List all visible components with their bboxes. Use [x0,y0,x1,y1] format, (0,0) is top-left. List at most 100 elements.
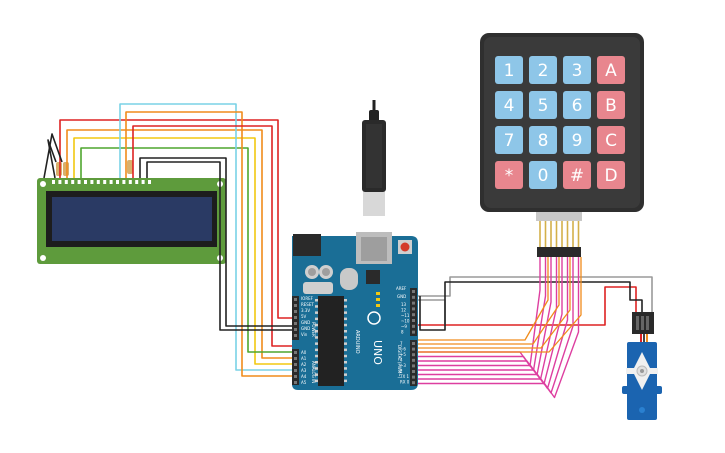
wire-cyan [119,103,300,371]
digital-pin-label: 7 [400,341,403,346]
digital-pin-label: ~3 [400,363,406,368]
keypad-key-label: 4 [504,96,515,116]
lcd-pin [135,180,139,184]
keypad-key[interactable]: 7 [495,126,523,154]
analog-header [292,349,299,385]
keypad-key[interactable]: A [597,56,625,84]
wire-black [419,281,643,331]
digital-pin-label: 12 [401,308,407,313]
keypad-key-label: 5 [538,96,549,116]
analog-pin-label: A4 [301,374,307,379]
lcd-screen [52,197,212,241]
digital-pin-label: ~11 [401,313,410,318]
keypad-header [537,247,581,257]
keypad-key[interactable]: * [495,161,523,189]
digital-pin-label: ~5 [400,352,406,357]
wire-orange [417,257,582,353]
digital-pin-label: 13 [401,302,407,307]
wire-red [132,125,300,347]
digital-label: DIGITAL (PWM~) [397,345,402,379]
keypad-key[interactable]: 6 [563,91,591,119]
digital-header-top [410,288,417,336]
keypad-key-label: 9 [572,131,583,151]
wire-orange [66,129,300,359]
pin-aref: AREF [396,286,407,291]
pin-gnd: GND [397,294,406,299]
lcd-pin [103,180,107,184]
digital-pin-label: 8 [401,330,404,335]
power-pin-label: IOREF [301,296,314,301]
wire-magenta [417,257,580,399]
resistor [63,162,69,176]
keypad-key[interactable]: 3 [563,56,591,84]
digital-pin-label: ~6 [400,347,406,352]
keypad-key[interactable]: 1 [495,56,523,84]
keypad-key-label: 2 [538,61,549,81]
keypad-key-label: B [605,96,617,116]
keypad-key[interactable]: D [597,161,625,189]
resistor [127,160,133,174]
power-pin-label: GND [301,326,310,331]
lcd-pin [148,180,151,184]
keypad-key[interactable]: 5 [529,91,557,119]
wire-orange [125,111,300,377]
lcd-pin [122,180,126,184]
lcd-pin [90,180,94,184]
lcd-pin [84,180,87,184]
lcd-pin [77,180,81,184]
analog-pin-label: A1 [301,356,307,361]
keypad-key-label: C [605,131,617,151]
keypad-key-label: 1 [504,61,515,81]
digital-pin-label: ~9 [401,324,407,329]
power-pin-label: GND [301,320,310,325]
keypad-key-label: 6 [572,96,583,116]
usb-connector [363,192,385,216]
keypad-key[interactable]: 8 [529,126,557,154]
usb-cable [362,100,386,216]
keypad-key-label: 3 [572,61,583,81]
keypad-key[interactable]: 9 [563,126,591,154]
wire-red [305,286,637,326]
keypad-key-label: 0 [538,166,549,186]
keypad-key[interactable]: 0 [529,161,557,189]
digital-pin-label: 4 [400,358,403,363]
servo-motor [622,312,662,420]
lcd-display [37,160,226,264]
analog-pin-label: A0 [301,350,307,355]
analog-pin-label: A5 [301,380,307,385]
power-jack [293,234,321,256]
digital-pin-label: 2 [400,369,403,374]
keypad-wire-bundle [417,257,580,399]
wire-black [139,157,300,327]
analog-pin-label: A2 [301,362,307,367]
digital-header-bottom [410,340,417,386]
keypad-key[interactable]: B [597,91,625,119]
keypad-key-label: # [570,166,584,186]
analog-label: ANALOG IN [311,361,316,383]
lcd-pin [109,180,113,184]
keypad-key-label: * [505,166,514,186]
arduino-logo-text: UNO [371,340,384,365]
wire-orange [417,257,560,345]
analog-pin-label: A3 [301,368,307,373]
wire-orange [417,257,571,349]
keypad-key[interactable]: C [597,126,625,154]
keypad-key[interactable]: # [563,161,591,189]
atmega-chip [318,296,344,386]
power-pin-label: RESET [301,302,314,307]
keypad-key[interactable]: 4 [495,91,523,119]
crystal [340,268,358,290]
lcd-pin [64,180,68,184]
wire-magenta [417,257,547,372]
keypad-key-label: 7 [504,131,515,151]
wire-black [146,161,300,331]
lcd-pin-header [52,180,151,184]
lcd-pin [96,180,100,184]
keypad-key[interactable]: 2 [529,56,557,84]
keypad-ribbon [536,212,582,221]
power-pin-label: 5V [301,314,307,319]
